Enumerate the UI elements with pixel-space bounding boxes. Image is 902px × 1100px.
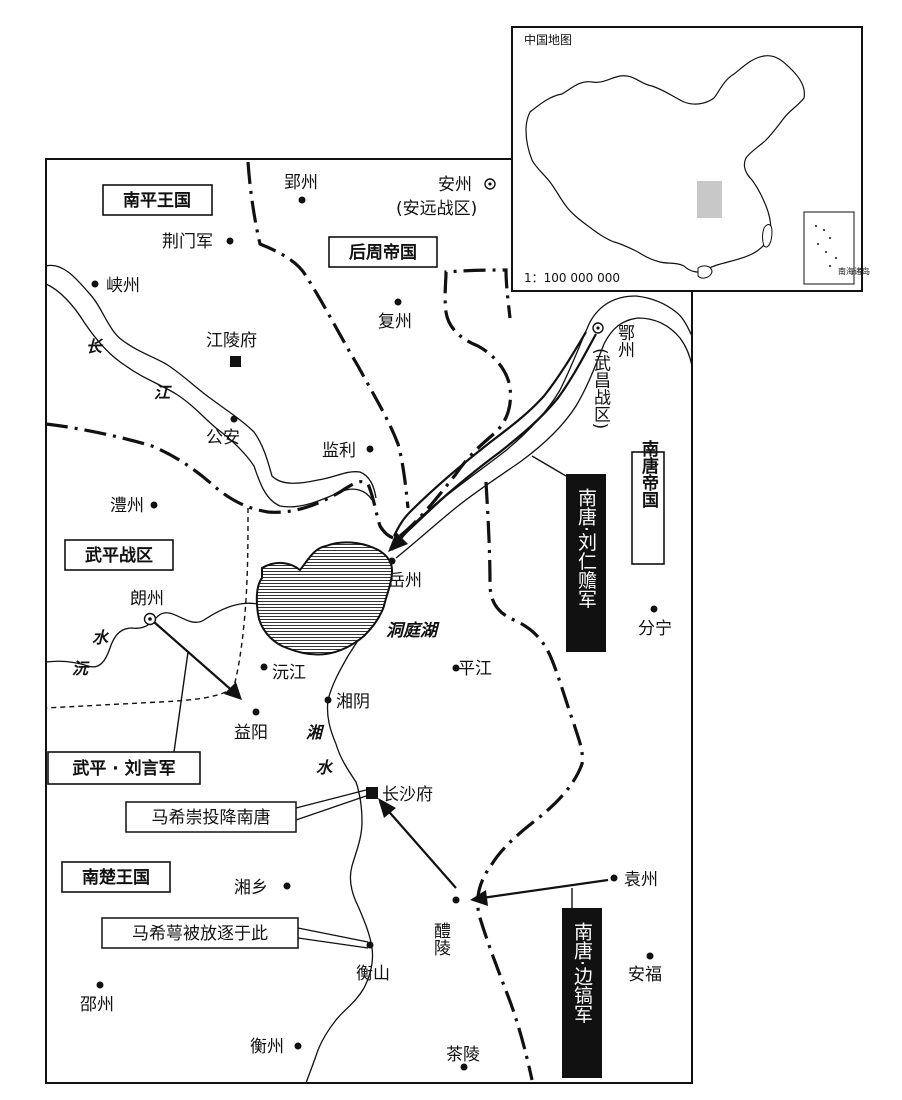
route-yuanzhou-liling-arrowhead — [470, 890, 488, 906]
city-shaozhou: 邵州 — [80, 995, 114, 1015]
route-yuanzhou-liling — [481, 878, 609, 900]
region-nantang: 南唐帝国 — [638, 439, 659, 509]
study-area-highlight — [697, 181, 722, 218]
leader-exile-2 — [297, 937, 369, 949]
city-fuzhou: 复州 — [378, 312, 412, 332]
route-liuren-arrowhead — [388, 532, 408, 552]
note-surrender: 马希崇投降南唐 — [152, 807, 271, 828]
river-chang: 长 — [86, 337, 104, 356]
city-jiangling: 江陵府 — [206, 331, 257, 351]
city-yuanzhou: 袁州 — [624, 870, 658, 890]
south-sea-islands — [815, 225, 837, 267]
city-chaling: 茶陵 — [446, 1045, 480, 1065]
region-box-nantang — [631, 451, 665, 565]
route-bianhao-changsha-arrowhead — [378, 798, 396, 818]
border-nanping-south — [45, 422, 401, 541]
city-yiyang: 益阳 — [234, 723, 268, 743]
army-box-liuyan — [47, 751, 201, 785]
city-hengzhou: 衡州 — [250, 1037, 284, 1057]
inset-scale: 1：100 000 000 — [524, 271, 620, 285]
leader-surrender-1 — [295, 789, 367, 809]
river-yuan: 沅 — [72, 659, 90, 678]
city-ezhou: 鄂州 — [614, 324, 635, 358]
jiangling-marker — [230, 356, 241, 367]
city-liling: 醴陵 — [430, 922, 451, 956]
city-yingzhou: 郢州 — [284, 173, 318, 193]
dongting-lake — [255, 541, 394, 656]
city-anzhou: 安州 — [438, 175, 472, 195]
langzhou-marker — [143, 612, 157, 626]
region-wuping: 武平战区 — [85, 545, 153, 566]
hainan-island — [697, 265, 713, 279]
city-pingjiang: 平江 — [458, 659, 492, 679]
army-box-bianhao — [562, 908, 602, 1078]
route-liuyan-arrowhead — [224, 682, 242, 700]
region-nanchu: 南楚王国 — [82, 867, 150, 888]
city-gongan: 公安 — [206, 428, 240, 448]
note-exile: 马希萼被放逐于此 — [132, 924, 268, 944]
inset-title: 中国地图 — [524, 32, 572, 47]
region-box-nanchu — [61, 861, 171, 893]
note-box-surrender — [125, 801, 297, 833]
river-shui-yuan: 水 — [92, 628, 110, 647]
region-box-wuping — [64, 539, 174, 571]
leader-exile-1 — [297, 927, 369, 943]
changsha-marker — [366, 787, 378, 799]
city-xiazhou: 峡州 — [106, 276, 140, 296]
city-langzhou: 朗州 — [130, 589, 164, 609]
city-anyuan: (安远战区) — [396, 199, 477, 219]
city-xiangxiang: 湘乡 — [234, 878, 268, 898]
city-yuanjiang: 沅江 — [272, 663, 306, 683]
leader-surrender-2 — [295, 795, 367, 821]
route-liuyan — [153, 621, 237, 695]
region-box-houzhou — [328, 236, 438, 268]
river-xiang: 湘 — [306, 723, 325, 742]
route-liuren-inner — [393, 331, 587, 537]
city-anfu: 安福 — [628, 965, 662, 985]
leader-liuyan — [173, 651, 189, 753]
anzhou-marker — [484, 178, 496, 190]
city-jingmen: 荆门军 — [162, 232, 213, 252]
wuping-boundary-dashed — [45, 507, 249, 709]
route-bianhao-changsha — [383, 805, 457, 889]
south-sea-label: 南海诸岛 — [838, 266, 870, 276]
city-xiangyin: 湘阴 — [336, 692, 370, 712]
army-box-liuren — [566, 474, 606, 652]
army-liuyan: 武平 · 刘言军 — [72, 758, 175, 779]
south-sea-box — [803, 211, 855, 285]
taiwan-island — [762, 224, 773, 248]
yangtze-river-upper-bank — [45, 283, 373, 508]
region-nanping: 南平王国 — [123, 190, 191, 211]
city-fenning: 分宁 — [638, 619, 672, 639]
note-box-exile — [101, 917, 299, 949]
city-changsha: 长沙府 — [382, 785, 433, 805]
region-houzhou: 后周帝国 — [349, 242, 417, 263]
yangtze-river-lower-bank — [395, 317, 693, 559]
city-markers — [91, 196, 658, 1071]
river-shui-xiang: 水 — [316, 758, 334, 777]
city-hengshan: 衡山 — [356, 964, 390, 984]
army-bianhao: 南唐·边镐军 — [571, 922, 593, 1023]
lake-dongting: 洞庭湖 — [386, 621, 440, 641]
river-jiang: 江 — [154, 383, 172, 402]
army-liuren: 南唐·刘仁赡军 — [575, 488, 597, 608]
city-wuchang: (武昌战区) — [590, 348, 611, 429]
border-houzhou-nantang — [399, 268, 513, 538]
route-liuren-outer — [391, 333, 597, 551]
city-lizhou: 澧州 — [110, 496, 144, 516]
ezhou-marker — [592, 322, 604, 334]
region-box-nanping — [102, 184, 213, 216]
border-nanping-houzhou — [246, 161, 410, 509]
city-jianli: 监利 — [322, 441, 356, 461]
yangtze-river-upper — [45, 264, 377, 499]
city-yuezhou: 岳州 — [388, 571, 422, 591]
leader-liuren — [531, 455, 567, 477]
border-nanchu-nantang — [476, 481, 584, 1081]
china-outline — [525, 55, 805, 273]
